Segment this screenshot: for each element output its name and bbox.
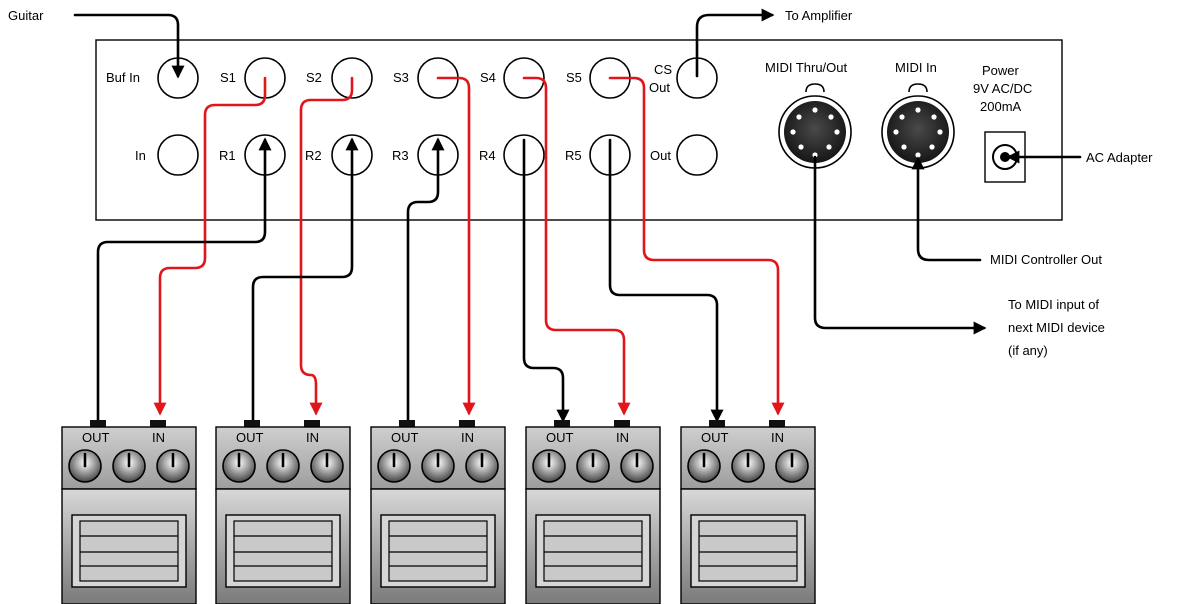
guitar-cable xyxy=(73,13,185,79)
midi-in-label: MIDI In xyxy=(895,60,937,75)
midi-in-connector xyxy=(881,83,955,169)
return-cable-2 xyxy=(251,137,359,422)
to-amplifier-label: To Amplifier xyxy=(785,8,853,23)
pedal-2-out-label: OUT xyxy=(236,430,264,445)
effect-pedal-4: OUT IN xyxy=(525,420,661,604)
midi-thru-connector xyxy=(778,83,852,169)
pedal-3-footswitch-plate xyxy=(388,520,488,582)
pedal-3-in-jack xyxy=(459,420,475,428)
pedal-5-out-label: OUT xyxy=(701,430,729,445)
send-4-label: S4 xyxy=(480,70,496,85)
return-1-label: R1 xyxy=(219,148,236,163)
pedal-1-out-label: OUT xyxy=(82,430,110,445)
buf-in-label: Buf In xyxy=(106,70,140,85)
amplifier-cable xyxy=(695,8,775,78)
send-cable-4 xyxy=(522,76,631,416)
pedal-2-in-jack xyxy=(304,420,320,428)
pedal-5-in-label: IN xyxy=(771,430,784,445)
return-3-label: R3 xyxy=(392,148,409,163)
pedal-5-in-jack xyxy=(769,420,785,428)
send-1-label: S1 xyxy=(220,70,236,85)
midi-thru-cable xyxy=(813,155,987,335)
pedal-3-out-label: OUT xyxy=(391,430,419,445)
send-cable-5 xyxy=(608,76,785,416)
to-midi-label-line1: To MIDI input of xyxy=(1008,297,1099,312)
out-label: Out xyxy=(650,148,671,163)
pedal-4-out-jack xyxy=(554,420,570,428)
return-cable-1 xyxy=(96,137,272,422)
pedal-1-footswitch-plate xyxy=(79,520,179,582)
pedal-4-in-label: IN xyxy=(616,430,629,445)
cs-out-label-line1: CS xyxy=(654,62,672,77)
pedal-2-out-jack xyxy=(244,420,260,428)
ac-adapter-label: AC Adapter xyxy=(1086,150,1153,165)
in-jack xyxy=(157,134,199,176)
return-cable-3 xyxy=(406,137,445,422)
effect-pedal-2: OUT IN xyxy=(215,420,351,604)
return-4-label: R4 xyxy=(479,148,496,163)
pedal-1-in-label: IN xyxy=(152,430,165,445)
return-cable-5 xyxy=(608,138,724,423)
return-2-label: R2 xyxy=(305,148,322,163)
pedal-1-out-jack xyxy=(90,420,106,428)
effect-pedal-3: OUT IN xyxy=(370,420,506,604)
pedal-2-footswitch-plate xyxy=(233,520,333,582)
send-cable-1 xyxy=(153,76,267,416)
to-midi-label-line3: (if any) xyxy=(1008,343,1048,358)
pedal-3-in-label: IN xyxy=(461,430,474,445)
pedal-1-in-jack xyxy=(150,420,166,428)
send-cable-2 xyxy=(299,76,354,416)
send-cable-3 xyxy=(436,76,476,416)
pedal-2-in-label: IN xyxy=(306,430,319,445)
return-cable-4 xyxy=(522,138,570,423)
midi-thru-label: MIDI Thru/Out xyxy=(765,60,848,75)
send-2-label: S2 xyxy=(306,70,322,85)
power-label-line3: 200mA xyxy=(980,99,1022,114)
send-5-label: S5 xyxy=(566,70,582,85)
power-label-line1: Power xyxy=(982,63,1020,78)
midi-controller-cable xyxy=(911,156,982,262)
to-midi-label-line2: next MIDI device xyxy=(1008,320,1105,335)
pedal-4-out-label: OUT xyxy=(546,430,574,445)
effect-pedal-5: OUT IN xyxy=(680,420,816,604)
pedal-4-footswitch-plate xyxy=(543,520,643,582)
effect-pedal-1: OUT IN xyxy=(61,420,197,604)
power-label-line2: 9V AC/DC xyxy=(973,81,1032,96)
midi-controller-out-label: MIDI Controller Out xyxy=(990,252,1102,267)
cs-out-label-line2: Out xyxy=(649,80,670,95)
return-5-label: R5 xyxy=(565,148,582,163)
guitar-label: Guitar xyxy=(8,8,44,23)
pedal-4-in-jack xyxy=(614,420,630,428)
pedal-5-footswitch-plate xyxy=(698,520,798,582)
out-jack xyxy=(676,134,718,176)
send-3-label: S3 xyxy=(393,70,409,85)
pedal-5-out-jack xyxy=(709,420,725,428)
in-label: In xyxy=(135,148,146,163)
pedal-3-out-jack xyxy=(399,420,415,428)
